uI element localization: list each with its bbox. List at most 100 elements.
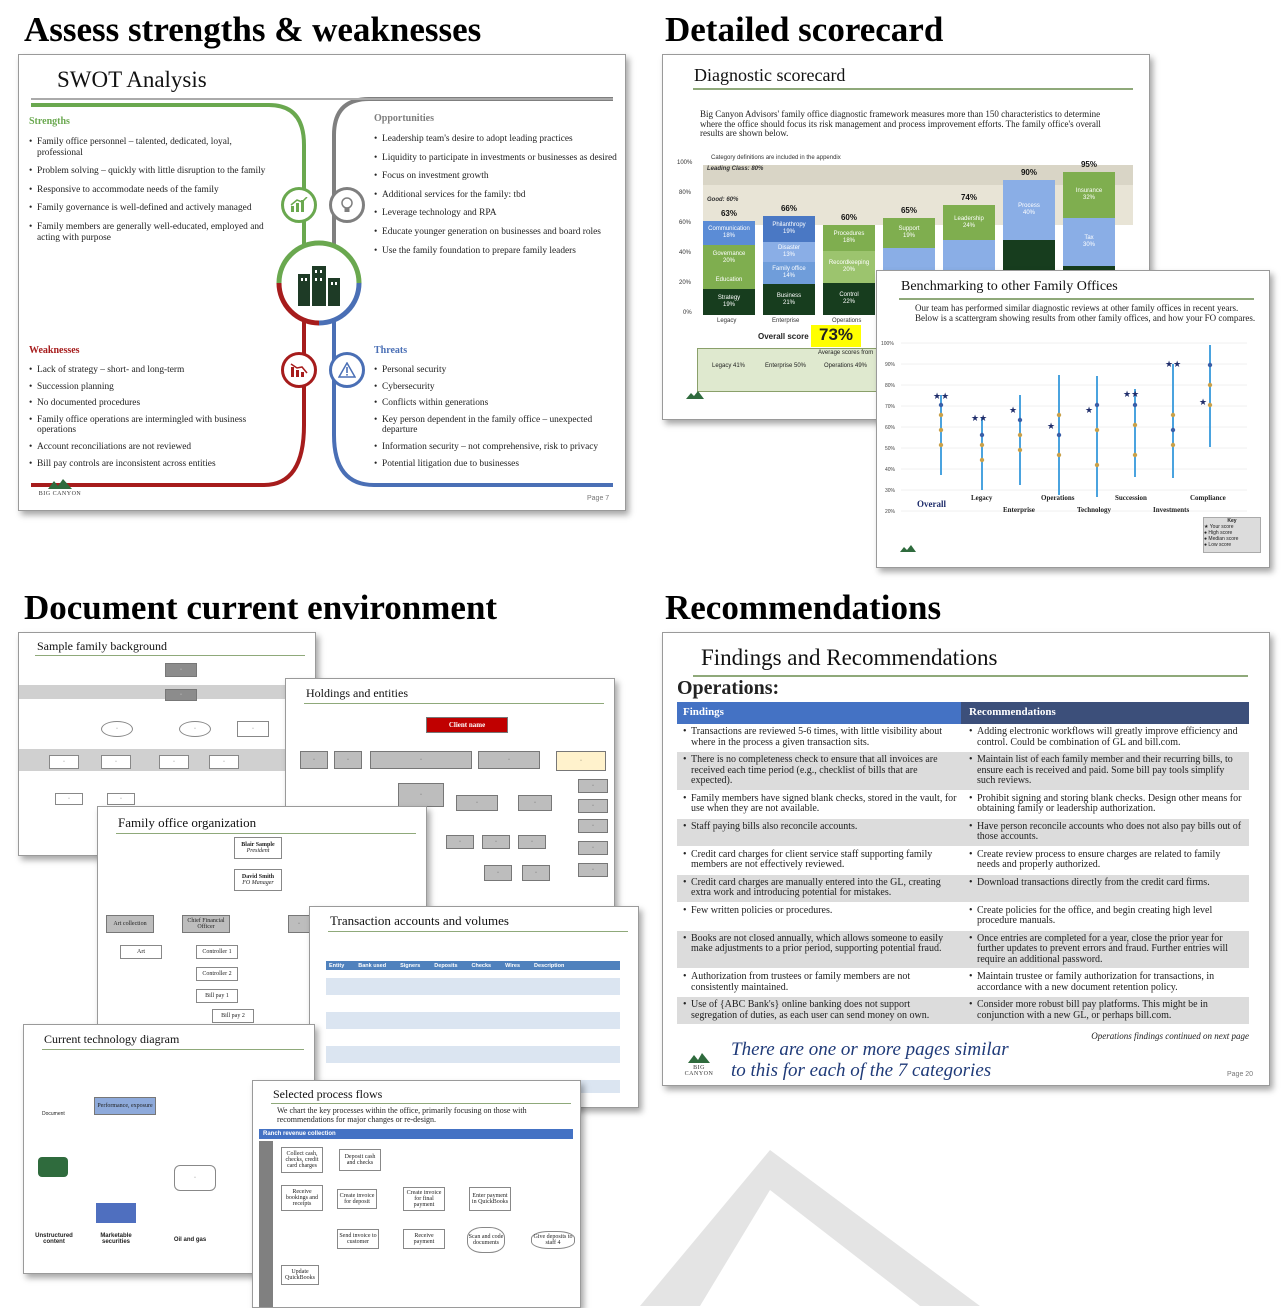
opportunities-label: Opportunities (374, 113, 435, 124)
average-table: Average scores from Legacy 41% Enterpris… (697, 348, 899, 392)
overall-score-label: Overall score (758, 332, 809, 341)
table-row: Authorization from trustees or family me… (677, 968, 1249, 997)
svg-text:★★: ★★ (1165, 359, 1181, 369)
stack-icon (96, 1203, 136, 1223)
strengths-label: Strengths (29, 116, 70, 127)
flow-step: Enter payment in QuickBooks (469, 1187, 511, 1211)
chart-up-icon (281, 187, 317, 223)
list-item: Key person dependent in the family offic… (374, 415, 619, 436)
tech-db: · (174, 1165, 216, 1191)
svg-text:20%: 20% (885, 509, 896, 515)
weaknesses-label: Weaknesses (29, 345, 80, 356)
callout-line-2: to this for each of the 7 categories (731, 1060, 992, 1081)
cat-legacy: Legacy (971, 494, 993, 502)
findings-slide: Findings and Recommendations Operations:… (662, 632, 1270, 1086)
benchmark-title: Benchmarking to other Family Offices (901, 279, 1118, 294)
flow-band: Ranch revenue collection (259, 1129, 573, 1139)
cat-enterprise: Enterprise (1003, 506, 1035, 514)
heading-scorecard: Detailed scorecard (665, 10, 944, 49)
title-rule (899, 298, 1254, 300)
col-header-recommendations: Recommendations (969, 706, 1056, 718)
leading-label: Leading Class: 80% (707, 166, 764, 172)
company-logo: BIG CANYON (679, 1053, 719, 1077)
svg-text:★: ★ (1085, 405, 1093, 415)
page-number: Page 7 (587, 495, 610, 502)
total-label: 74% (960, 193, 977, 202)
scorecard-slide: Diagnostic scorecard Big Canyon Advisors… (662, 54, 1150, 420)
org-box: Chief Financial Officer (182, 915, 230, 933)
title-rule (271, 1103, 571, 1104)
table-row: Credit card charges are manually entered… (677, 874, 1249, 903)
scatter-chart: ★★★★★ ★★★★ ★★★ 100% 90% 80% 70% 60% 50% … (881, 341, 1247, 515)
svg-text:80%: 80% (885, 383, 896, 389)
heading-document: Document current environment (24, 588, 498, 627)
table-row: Credit card charges for client service s… (677, 846, 1249, 875)
client-box: Client name (426, 717, 508, 733)
finding-cell: Credit card charges for client service s… (677, 846, 963, 875)
flow-step: Scan and code documents (467, 1227, 505, 1253)
list-item: Additional services for the family: tbd (374, 190, 619, 201)
col-header-findings: Findings (677, 702, 961, 724)
db-icon (38, 1157, 68, 1177)
watermark-chevron (640, 1150, 980, 1306)
page-number: Page 20 (1227, 1071, 1254, 1078)
list-item: Bill pay controls are inconsistent acros… (29, 459, 279, 470)
list-item: Family office operations are intermingle… (29, 415, 279, 436)
table-row: Transactions are reviewed 5-6 times, wit… (677, 724, 1249, 752)
cat-compliance: Compliance (1190, 494, 1226, 502)
x-tick: Operations (832, 318, 862, 324)
cat-operations: Operations (1041, 494, 1075, 502)
lightbulb-icon (329, 187, 365, 223)
svg-text:30%: 30% (885, 488, 896, 494)
swot-curves (31, 97, 613, 487)
slide-title: Family office organization (118, 815, 257, 830)
table-row: Books are not closed annually, which all… (677, 930, 1249, 969)
org-box: Controller 1 (196, 945, 238, 959)
svg-text:40%: 40% (885, 467, 896, 473)
table-row: Staff paying bills also reconcile accoun… (677, 818, 1249, 847)
finding-cell: Books are not closed annually, which all… (677, 930, 963, 969)
findings-header: Findings Recommendations (677, 702, 1249, 724)
tech-label: Unstructured content (35, 1233, 73, 1245)
benchmark-slide: Benchmarking to other Family Offices Our… (876, 270, 1270, 568)
swot-slide: SWOT Analysis Strengths Family office pe… (18, 54, 626, 511)
buildings-icon (289, 255, 349, 315)
warning-icon (329, 352, 365, 388)
title-rule (693, 675, 1248, 677)
tech-box: Performance, exposure (94, 1097, 156, 1115)
table-row: Use of {ABC Bank's} online banking does … (677, 996, 1249, 1025)
org-box: Art collection (106, 915, 154, 933)
total-label: 65% (900, 206, 917, 215)
cat-technology: Technology (1077, 506, 1111, 514)
svg-text:60%: 60% (885, 425, 896, 431)
slide-title: Holdings and entities (306, 686, 408, 700)
recommendation-cell: Download transactions directly from the … (963, 874, 1249, 903)
list-item: Family governance is well-defined and ac… (29, 203, 269, 214)
flow-intro: We chart the key processes within the of… (277, 1106, 527, 1124)
benchmark-intro: Our team has performed similar diagnosti… (915, 303, 1256, 323)
threats-list: Personal security Cybersecurity Conflict… (374, 365, 619, 475)
flow-step: Deposit cash and checks (339, 1149, 381, 1171)
tech-label: Marketable securities (100, 1233, 132, 1245)
flow-step: Receive payment (403, 1229, 445, 1249)
list-item: Account reconciliations are not reviewed (29, 442, 279, 453)
list-item: No documented procedures (29, 398, 279, 409)
recommendation-cell: Maintain list of each family member and … (963, 751, 1249, 791)
svg-text:50%: 50% (885, 446, 896, 452)
flow-step: Update QuickBooks (281, 1265, 319, 1285)
recommendation-cell: Maintain trustee or family authorization… (963, 968, 1249, 997)
overall-score-value: 73% (811, 325, 861, 347)
cat-investments: Investments (1153, 506, 1190, 514)
findings-title: Findings and Recommendations (701, 645, 998, 670)
finding-cell: Few written policies or procedures. (677, 902, 963, 931)
lane-labels (259, 1141, 273, 1307)
list-item: Information security – not comprehensive… (374, 442, 619, 453)
findings-table: Transactions are reviewed 5-6 times, wit… (677, 724, 1249, 1025)
recommendation-cell: Adding electronic workflows will greatly… (963, 724, 1249, 752)
findings-section: Operations: (677, 677, 780, 699)
y-tick: 80% (679, 190, 692, 196)
scatter-key: Key ★ Your score ● High score ● Median s… (1203, 517, 1261, 553)
